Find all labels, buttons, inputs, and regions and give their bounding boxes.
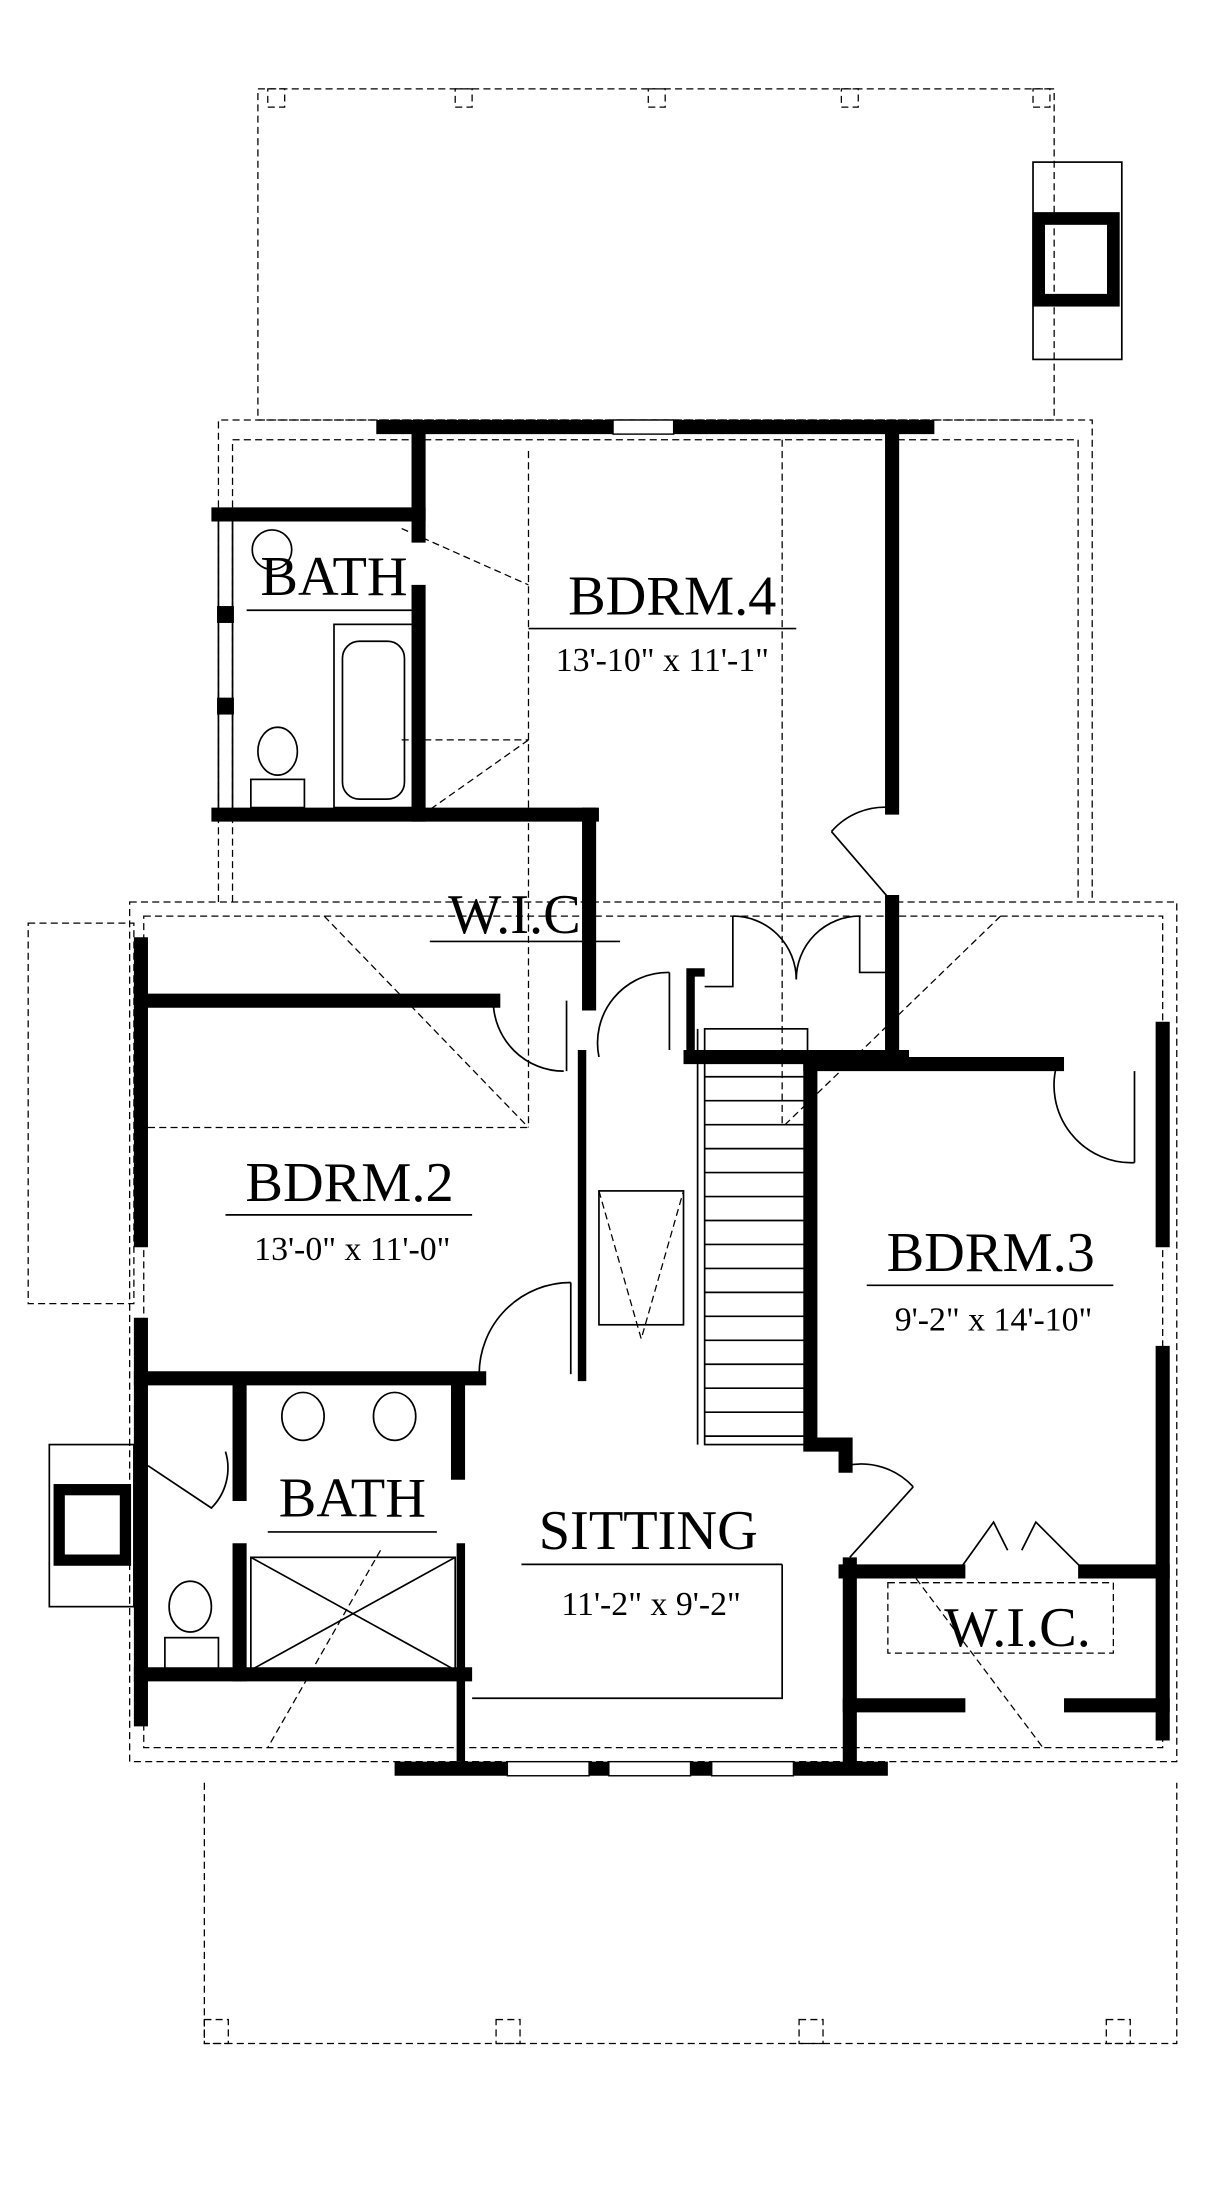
sitting-label: SITTING — [539, 1500, 758, 1562]
room-labels: BATH BDRM.4 13'-10" x 11'-1" W.I.C. BDRM… — [225, 546, 1114, 1659]
bdrm3-size: 9'-2" x 14'-10" — [895, 1301, 1093, 1338]
bath-lower-label: BATH — [279, 1467, 426, 1529]
bath-upper-label: BATH — [260, 546, 407, 608]
doors — [147, 806, 1136, 1573]
bdrm2-size: 13'-0" x 11'-0" — [254, 1231, 450, 1268]
sitting-size: 11'-2" x 9'-2" — [561, 1586, 740, 1623]
bdrm2-label: BDRM.2 — [245, 1152, 453, 1214]
chimney — [1032, 161, 1123, 361]
upper-porch — [257, 88, 1055, 421]
bdrm4-label: BDRM.4 — [568, 565, 776, 627]
lower-porch — [203, 1782, 1178, 2045]
bdrm3-label: BDRM.3 — [887, 1222, 1095, 1284]
staircase[interactable] — [598, 1027, 809, 1446]
fixtures — [164, 529, 457, 1673]
bdrm4-size: 13'-10" x 11'-1" — [556, 642, 769, 679]
wic-upper-label: W.I.C. — [448, 884, 595, 946]
walls — [48, 419, 1170, 1777]
wic-lower-label: W.I.C. — [944, 1597, 1091, 1659]
